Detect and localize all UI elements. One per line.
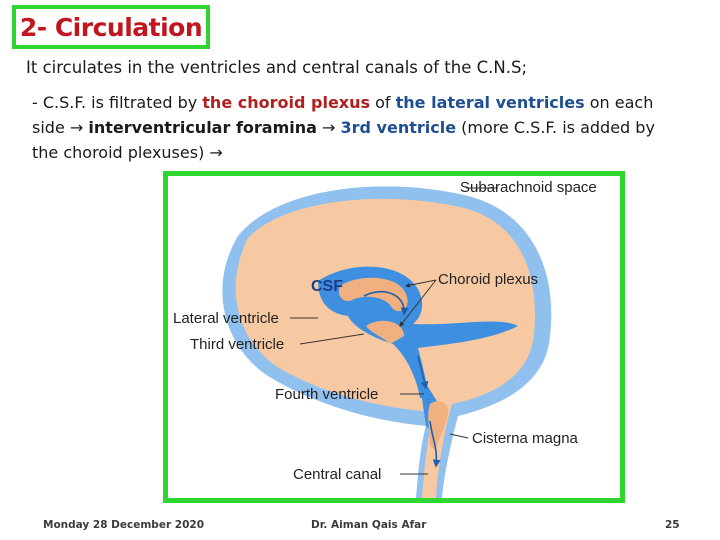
flow-arrow-1 [363, 290, 409, 316]
intro-text: It circulates in the ventricles and cent… [26, 58, 528, 77]
flow-arrow-2 [417, 355, 429, 390]
leader-choroid-2 [399, 279, 437, 327]
choroid-plexus-shape [338, 277, 408, 312]
para-text-3: of [370, 93, 396, 112]
leader-third [299, 333, 365, 345]
choroid-plexus-lower [366, 320, 404, 344]
para-text-1: - C.S.F. is filtrated by [32, 93, 203, 112]
csf-figure-frame: Subarachnoid space CSF Choroid plexus La… [163, 171, 625, 503]
label-subarachnoid-space: Subarachnoid space [460, 179, 597, 196]
title-box: 2- Circulation [12, 5, 210, 49]
leader-cisterna [449, 433, 469, 439]
label-lateral-ventricle: Lateral ventricle [173, 310, 279, 327]
lateral-ventricle [318, 266, 518, 398]
label-choroid-plexus: Choroid plexus [438, 271, 539, 288]
label-central-canal: Central canal [293, 466, 382, 483]
label-csf: CSF [311, 278, 343, 295]
brain-tissue [235, 198, 535, 498]
footer-date: Monday 28 December 2020 [43, 519, 205, 531]
brain-diagram [222, 186, 552, 498]
para-lateral-ventricles: the lateral ventricles [395, 93, 585, 112]
label-third-ventricle: Third ventricle [190, 336, 285, 353]
slide-title: 2- Circulation [19, 12, 203, 42]
para-text-5: on each side → [32, 93, 654, 137]
para-text-7: → [316, 118, 341, 137]
label-cisterna-magna: Cisterna magna [472, 430, 578, 447]
footer-author: Dr. Aiman Qais Afar [311, 519, 427, 531]
label-fourth-ventricle: Fourth ventricle [275, 386, 379, 403]
para-choroid-plexus: the choroid plexus [202, 93, 371, 112]
flow-arrow-3 [429, 420, 441, 468]
circulation-paragraph: - C.S.F. is filtrated by the choroid ple… [32, 90, 672, 165]
footer-page-number: 25 [665, 519, 680, 531]
para-text-9: (more C.S.F. is added by the choroid ple… [32, 118, 655, 162]
para-interventricular-foramina: interventricular foramina [88, 118, 317, 137]
para-third-ventricle: 3rd ventricle [340, 118, 457, 137]
leader-choroid [405, 279, 437, 288]
